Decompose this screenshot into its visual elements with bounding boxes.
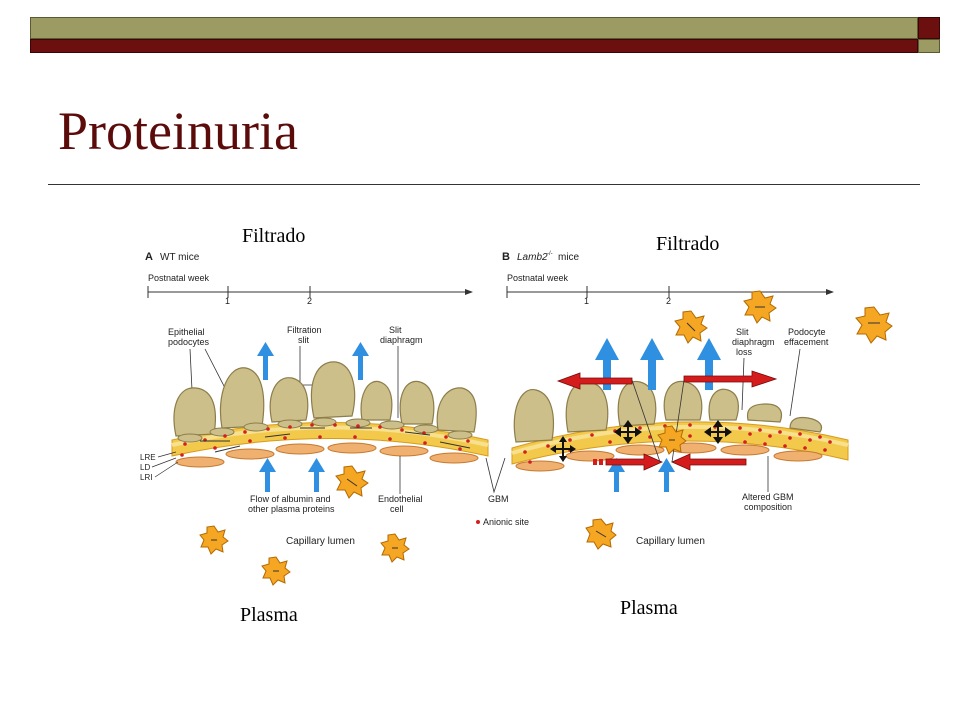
endothelial-label-1: Endothelial xyxy=(378,494,423,504)
filtrado-right-label: Filtrado xyxy=(656,233,720,255)
protein-star-3 xyxy=(380,533,410,563)
altered-gbm-label-1: Altered GBM xyxy=(742,492,794,502)
corner-square-red xyxy=(918,17,940,39)
panel-b-heading-rest: mice xyxy=(558,252,580,263)
panel-b-move-markers xyxy=(550,420,732,462)
panel-b-anionic-sites xyxy=(523,423,832,464)
panel-b-timeline-label: Postnatal week xyxy=(507,273,569,283)
panel-b-red-arrows xyxy=(556,370,778,471)
flow-label-1: Flow of albumin and xyxy=(250,494,331,504)
protein-star-4 xyxy=(335,465,369,499)
anionic-site-label: Anionic site xyxy=(483,517,529,527)
epithelial-label-2: podocytes xyxy=(168,337,210,347)
panel-b-heading-italic: Lamb2 xyxy=(517,252,548,263)
panel-a-heading: WT mice xyxy=(160,252,200,263)
slit-loss-label-3: loss xyxy=(736,347,753,357)
albumin-proteins xyxy=(199,290,893,586)
title-divider xyxy=(48,184,920,185)
protein-star-1 xyxy=(199,525,229,555)
panel-a-endothelial-cells xyxy=(175,442,479,468)
protein-star-9 xyxy=(855,306,893,344)
title-bar-olive xyxy=(30,17,918,39)
protein-star-7 xyxy=(674,310,708,344)
corner-square-olive xyxy=(918,39,940,53)
filtrado-left-label: Filtrado xyxy=(242,225,306,247)
protein-star-8 xyxy=(743,290,777,324)
panel-b-podocytes xyxy=(513,380,823,443)
ld-label: LD xyxy=(140,463,150,472)
lri-label: LRI xyxy=(140,473,152,482)
slit-loss-label-1: Slit xyxy=(736,327,749,337)
filtration-slit-label-1: Filtration xyxy=(287,325,322,335)
filtration-slit-label-2: slit xyxy=(298,335,309,345)
panel-a-capillary-lumen: Capillary lumen xyxy=(286,536,355,547)
plasma-left-label: Plasma xyxy=(240,604,298,626)
panel-b-capillary-lumen: Capillary lumen xyxy=(636,536,705,547)
panel-b-letter: B xyxy=(502,251,510,263)
panel-b: B Lamb2 -/- mice Postnatal week 1 2 Slit… xyxy=(502,251,849,547)
title-bar-red xyxy=(30,39,918,53)
lre-label: LRE xyxy=(140,453,156,462)
protein-star-2 xyxy=(261,556,291,586)
panel-a-podocytes xyxy=(173,361,477,437)
panel-b-tick-2: 2 xyxy=(666,296,671,306)
panel-b-blue-arrows xyxy=(595,338,721,492)
altered-gbm-label-2: composition xyxy=(744,502,792,512)
protein-star-6 xyxy=(657,425,687,455)
panel-a-timeline-label: Postnatal week xyxy=(148,273,210,283)
epithelial-label-1: Epithelial xyxy=(168,327,205,337)
flow-label-2: other plasma proteins xyxy=(248,504,335,514)
slide-title: Proteinuria xyxy=(58,101,298,161)
plasma-right-label: Plasma xyxy=(620,597,678,619)
panel-a-tick-2: 2 xyxy=(307,296,312,306)
anionic-site-legend-dot xyxy=(476,520,480,524)
panel-a-letter: A xyxy=(145,251,153,263)
shared-labels: GBM Anionic site xyxy=(476,457,529,527)
endothelial-label-2: cell xyxy=(390,504,404,514)
gbm-label: GBM xyxy=(488,494,509,504)
podocyte-effacement-label-2: effacement xyxy=(784,337,829,347)
slit-loss-label-2: diaphragm xyxy=(732,337,775,347)
slit-diaphragm-label-2: diaphragm xyxy=(380,335,423,345)
protein-star-5 xyxy=(585,518,617,550)
panel-a-blue-arrows xyxy=(257,342,369,492)
panel-a-tick-1: 1 xyxy=(225,296,230,306)
podocyte-effacement-label-1: Podocyte xyxy=(788,327,826,337)
panel-a: A WT mice Postnatal week 1 2 Epithelial … xyxy=(140,251,489,547)
slit-diaphragm-label-1: Slit xyxy=(389,325,402,335)
panel-b-heading-sup: -/- xyxy=(547,251,553,257)
panel-b-tick-1: 1 xyxy=(584,296,589,306)
